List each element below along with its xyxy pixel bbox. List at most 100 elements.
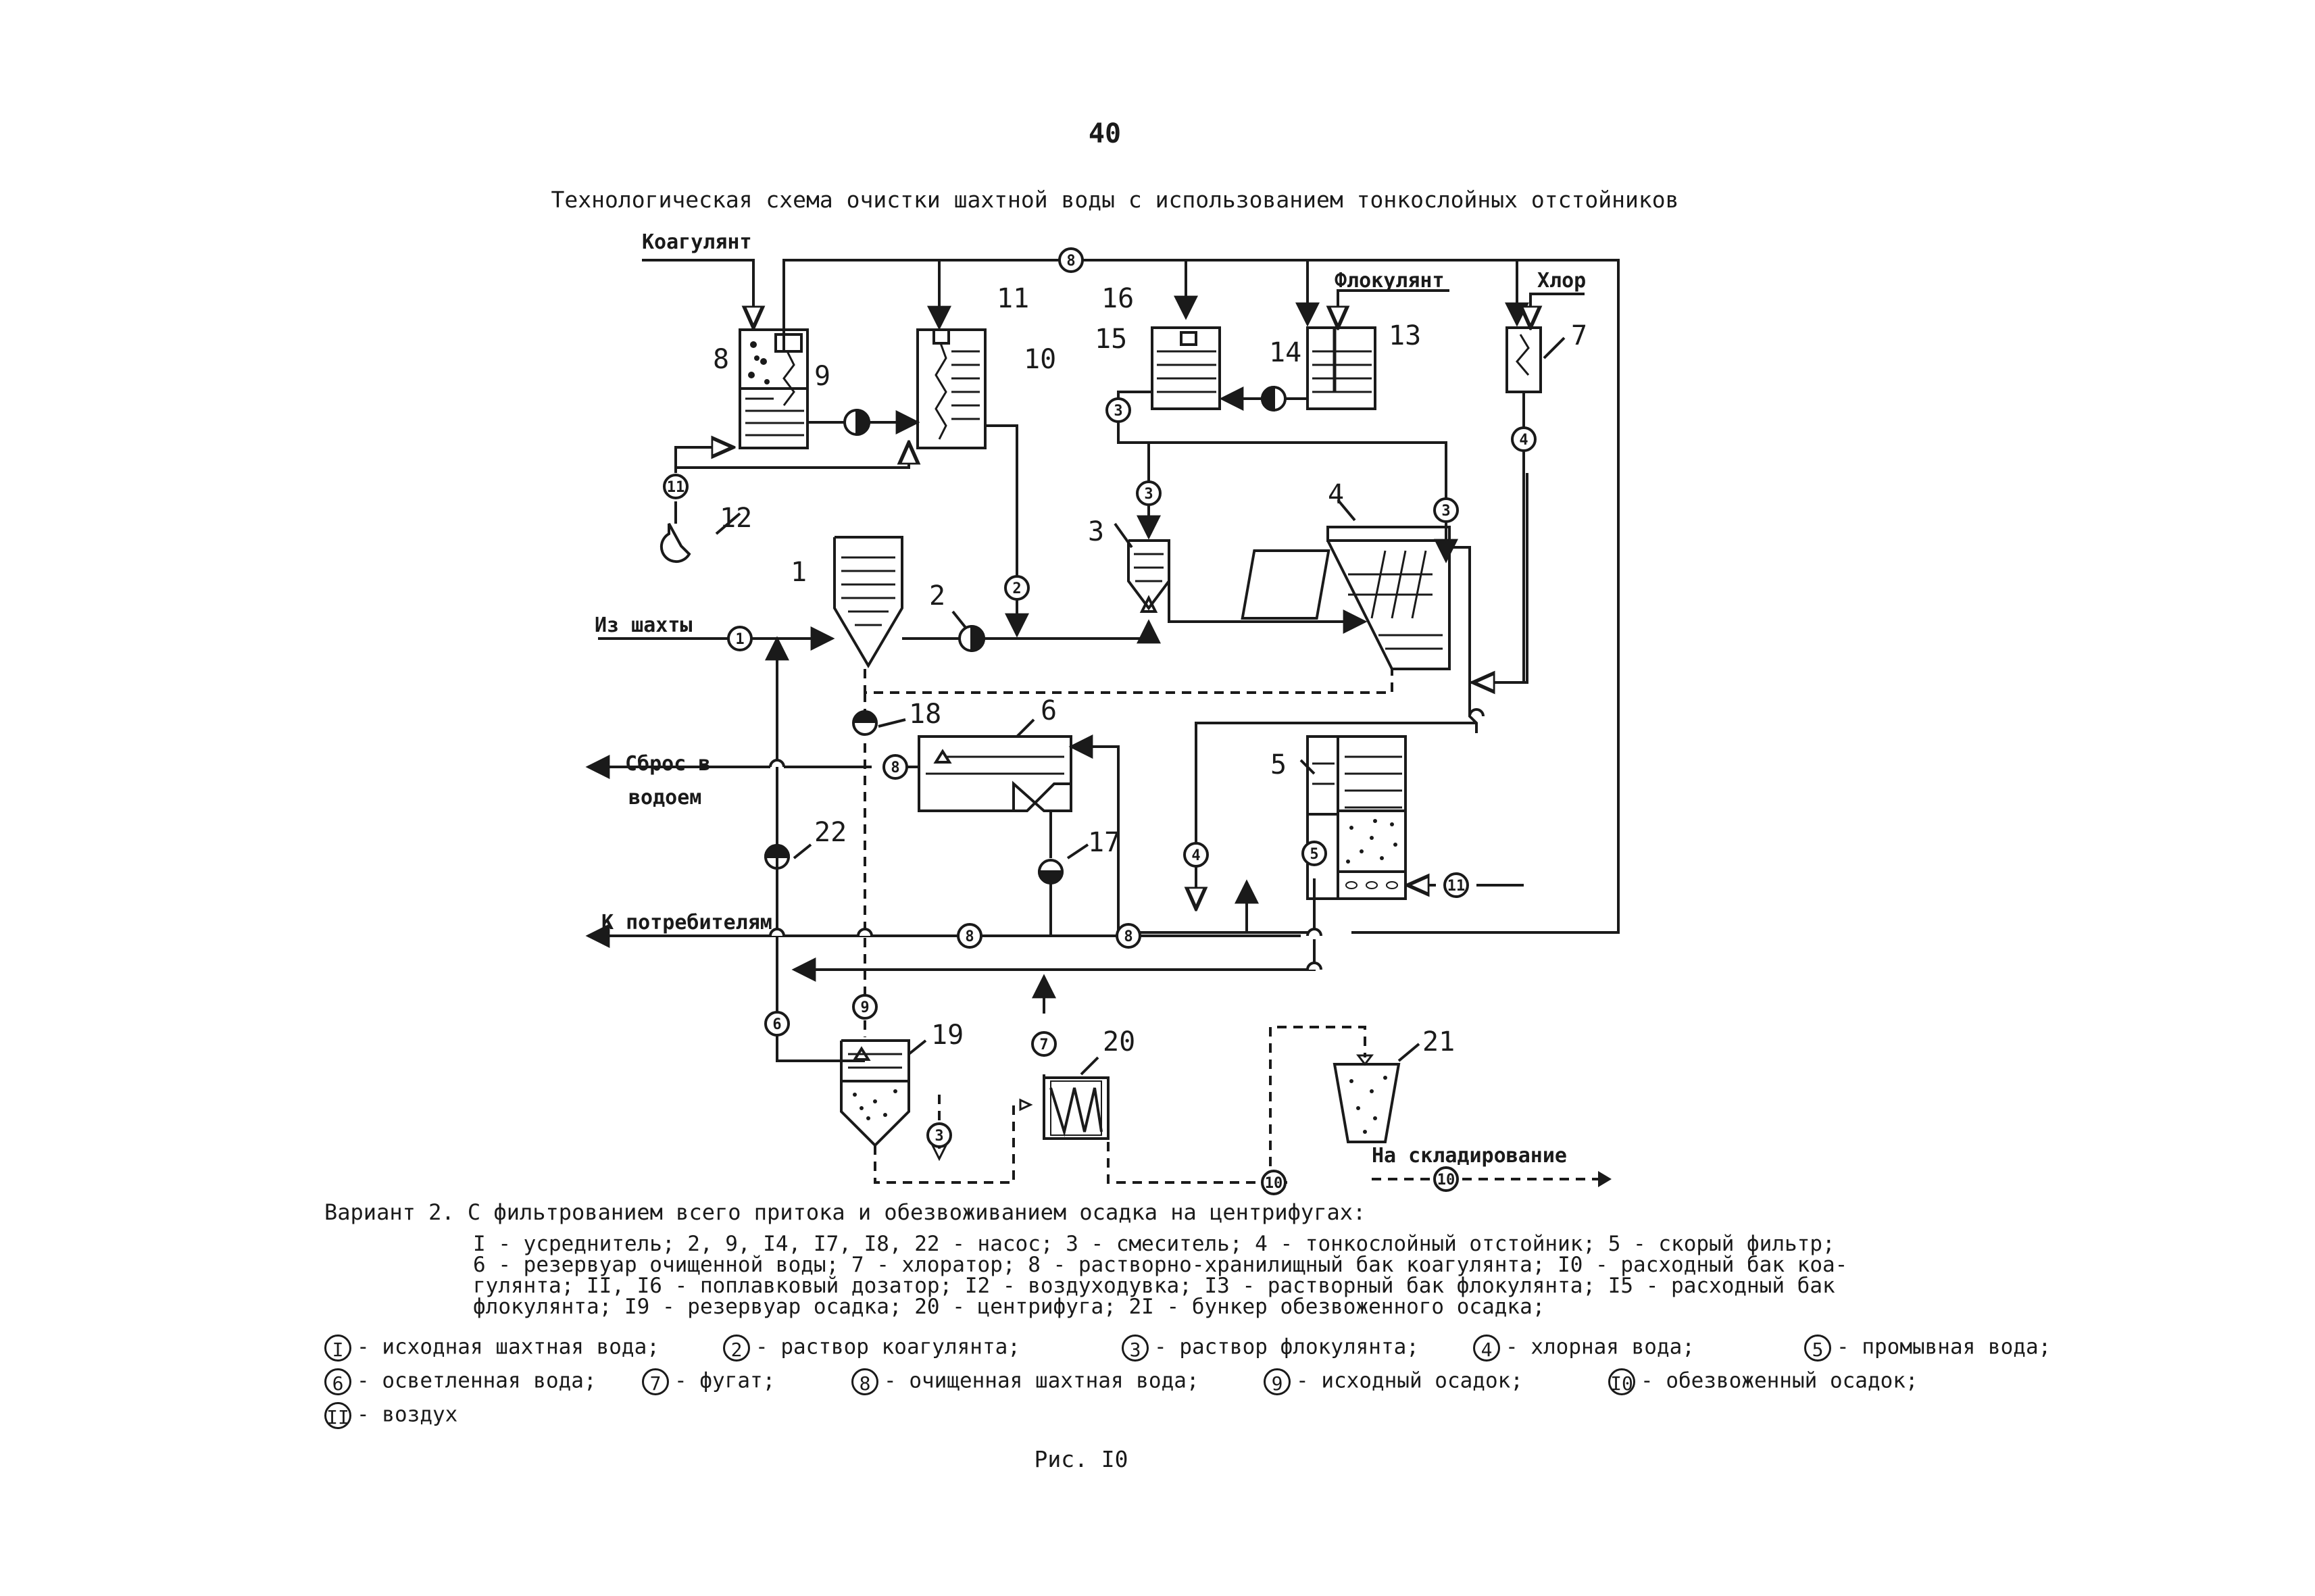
- flow-marker-label-f10: 10: [1265, 1175, 1283, 1192]
- flow-marker-f6: [764, 1011, 790, 1037]
- diagram-title: Технологическая схема очистки шахтной во…: [551, 186, 1679, 213]
- flow-marker-f8: [957, 923, 982, 949]
- unit-number-17: 17: [1088, 827, 1120, 858]
- label-from-mine: Из шахты: [595, 614, 693, 637]
- flow-marker-f8: [882, 754, 908, 780]
- flow-marker-label-f8: 8: [1124, 928, 1132, 945]
- unit-number-13: 13: [1389, 320, 1421, 351]
- legend-flow-mark: 9: [1264, 1368, 1291, 1395]
- flow-marker-f11: [1443, 872, 1469, 898]
- legend-flow-text: - очищенная шахтная вода;: [884, 1368, 1199, 1393]
- reservoir-19-sludge: [840, 1039, 910, 1147]
- flow-marker-label-f3: 3: [1144, 486, 1153, 503]
- legend-flow-mark: 2: [723, 1335, 750, 1362]
- unit-number-2: 2: [929, 580, 945, 612]
- unit-number-22: 22: [814, 817, 847, 848]
- unit-number-5: 5: [1270, 749, 1287, 780]
- label-coagulant: Коагулянт: [642, 230, 752, 254]
- legend-flow-item: 5- промывная вода;: [1804, 1335, 2051, 1362]
- line-flocculant-solution: [1117, 391, 1458, 564]
- tank-13-flocculant-solution: [1306, 326, 1376, 410]
- label-storage: На складирование: [1372, 1144, 1567, 1168]
- flow-marker-f9: [852, 994, 878, 1020]
- legend-flow-item: 6- осветленная вода;: [324, 1368, 597, 1395]
- line-air: [674, 447, 733, 473]
- unit-number-9: 9: [814, 361, 830, 392]
- blower-12: [659, 523, 691, 564]
- flow-marker-label-f4: 4: [1191, 847, 1200, 864]
- line-chlorine-feed: [1530, 293, 1585, 328]
- legend-flow-mark: 8: [851, 1368, 878, 1395]
- legend-flow-item: I0- обезвоженный осадок;: [1608, 1368, 1918, 1395]
- flow-marker-label-f11: 11: [1447, 878, 1466, 895]
- line-coagulant-solution: [985, 424, 1029, 638]
- unit-number-18: 18: [909, 699, 941, 730]
- label-flocculant: Флокулянт: [1335, 269, 1445, 293]
- flow-marker-label-f8: 8: [965, 928, 974, 945]
- legend-flow-item: 4- хлорная вода;: [1473, 1335, 1695, 1362]
- flow-marker-f8: [1058, 247, 1084, 273]
- legend-flow-text: - раствор коагулянта;: [755, 1335, 1020, 1360]
- flow-marker-label-f11: 11: [667, 479, 685, 496]
- legend-flow-text: - воздух: [357, 1402, 458, 1427]
- flow-marker-label-f8: 8: [891, 759, 899, 776]
- legend-line-4: флокулянта; I9 - резервуар осадка; 20 - …: [473, 1295, 1545, 1319]
- reservoir-6-clean-water: [918, 735, 1072, 812]
- flow-marker-label-f3: 3: [1114, 403, 1122, 420]
- unit-number-8: 8: [713, 344, 729, 375]
- flow-marker-f11: [663, 474, 689, 499]
- flow-marker-f3: [926, 1122, 952, 1148]
- legend-flow-text: - фугат;: [674, 1368, 776, 1393]
- line-sludge-from-settlers: [864, 669, 1393, 694]
- legend-flow-mark: 6: [324, 1368, 351, 1395]
- flow-marker-label-f6: 6: [772, 1016, 781, 1033]
- unit-number-7: 7: [1571, 320, 1587, 351]
- legend-units: I - усреднитель; 2, 9, I4, I7, I8, 22 - …: [473, 1234, 2027, 1318]
- flow-marker-f8: [1116, 923, 1141, 949]
- flow-marker-f7: [1031, 1031, 1057, 1057]
- line-coagulant-feed: [642, 259, 753, 328]
- filter-5-rapid: [1306, 735, 1407, 900]
- legend-flow-text: - исходный осадок;: [1296, 1368, 1523, 1393]
- flow-marker-f5: [1301, 841, 1327, 866]
- legend-flow-item: 9- исходный осадок;: [1264, 1368, 1523, 1395]
- tank-1-equalizer: [833, 536, 903, 668]
- centrifuge-20: [1043, 1056, 1110, 1140]
- legend-flow-text: - обезвоженный осадок;: [1641, 1368, 1918, 1393]
- flow-marker-f1: [727, 626, 753, 651]
- unit-number-11: 11: [997, 283, 1029, 314]
- flow-marker-label-f5: 5: [1310, 846, 1318, 863]
- line-treated-water-top: [782, 259, 1620, 934]
- legend-flow-text: - промывная вода;: [1837, 1335, 2051, 1360]
- bunker-21: [1333, 1043, 1420, 1143]
- legend-line-1: I - усреднитель; 2, 9, I4, I7, I8, 22 - …: [473, 1232, 1835, 1256]
- tank-10-coagulant-dosing: [916, 328, 987, 449]
- unit-number-1: 1: [791, 557, 807, 588]
- unit-number-4: 4: [1328, 479, 1344, 510]
- unit-number-3: 3: [1088, 516, 1104, 547]
- flow-marker-f2: [1004, 575, 1030, 601]
- label-discharge-1: Сброс в: [625, 752, 710, 776]
- legend-line-2: 6 - резервуар очищенной воды; 7 - хлорат…: [473, 1253, 1848, 1277]
- unit-number-15: 15: [1095, 324, 1127, 355]
- legend-line-3: гулянта; II, I6 - поплавковый дозатор; I…: [473, 1274, 1835, 1298]
- flow-marker-f4: [1183, 842, 1209, 868]
- legend-flow-text: - осветленная вода;: [357, 1368, 597, 1393]
- legend-flow-mark: 7: [642, 1368, 669, 1395]
- flow-marker-label-f8: 8: [1066, 253, 1075, 270]
- flow-marker-label-f9: 9: [860, 999, 869, 1016]
- flow-marker-f4: [1511, 426, 1537, 452]
- unit-number-20: 20: [1103, 1026, 1135, 1057]
- unit-number-16: 16: [1101, 283, 1134, 314]
- legend-flow-mark: I: [324, 1335, 351, 1362]
- legend-flow-item: 3- раствор флокулянта;: [1122, 1335, 1419, 1362]
- legend-flow-mark: II: [324, 1402, 351, 1429]
- legend-flow-item: 8- очищенная шахтная вода;: [851, 1368, 1199, 1395]
- legend-flow-mark: 5: [1804, 1335, 1831, 1362]
- flow-marker-label-f3: 3: [1441, 503, 1450, 520]
- legend-flow-item: I- исходная шахтная вода;: [324, 1335, 659, 1362]
- settler-4-thin-layer: [1241, 526, 1451, 670]
- legend-flow-text: - исходная шахтная вода;: [357, 1335, 659, 1360]
- chlorinator-7: [1505, 326, 1542, 393]
